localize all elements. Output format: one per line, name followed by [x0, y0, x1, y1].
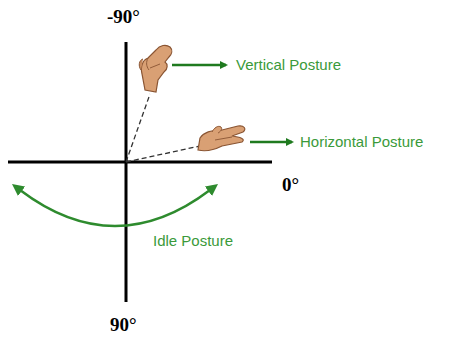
angle-label: -90°	[107, 6, 140, 28]
horizontal-axis	[8, 161, 272, 164]
angle-label: 90°	[110, 314, 137, 336]
angle-label: 0°	[282, 174, 299, 196]
posture-label: Idle Posture	[153, 232, 233, 249]
hand-horizontal	[198, 126, 245, 151]
vertical-axis	[125, 42, 128, 302]
pointer-arrow	[172, 64, 226, 67]
dashed-line	[126, 94, 150, 162]
idle-range-arrow	[20, 190, 210, 226]
posture-label: Horizontal Posture	[300, 133, 423, 150]
dashed-line	[126, 146, 200, 162]
hand-vertical	[139, 45, 172, 92]
posture-label: Vertical Posture	[236, 56, 341, 73]
pointer-arrow	[250, 141, 292, 144]
